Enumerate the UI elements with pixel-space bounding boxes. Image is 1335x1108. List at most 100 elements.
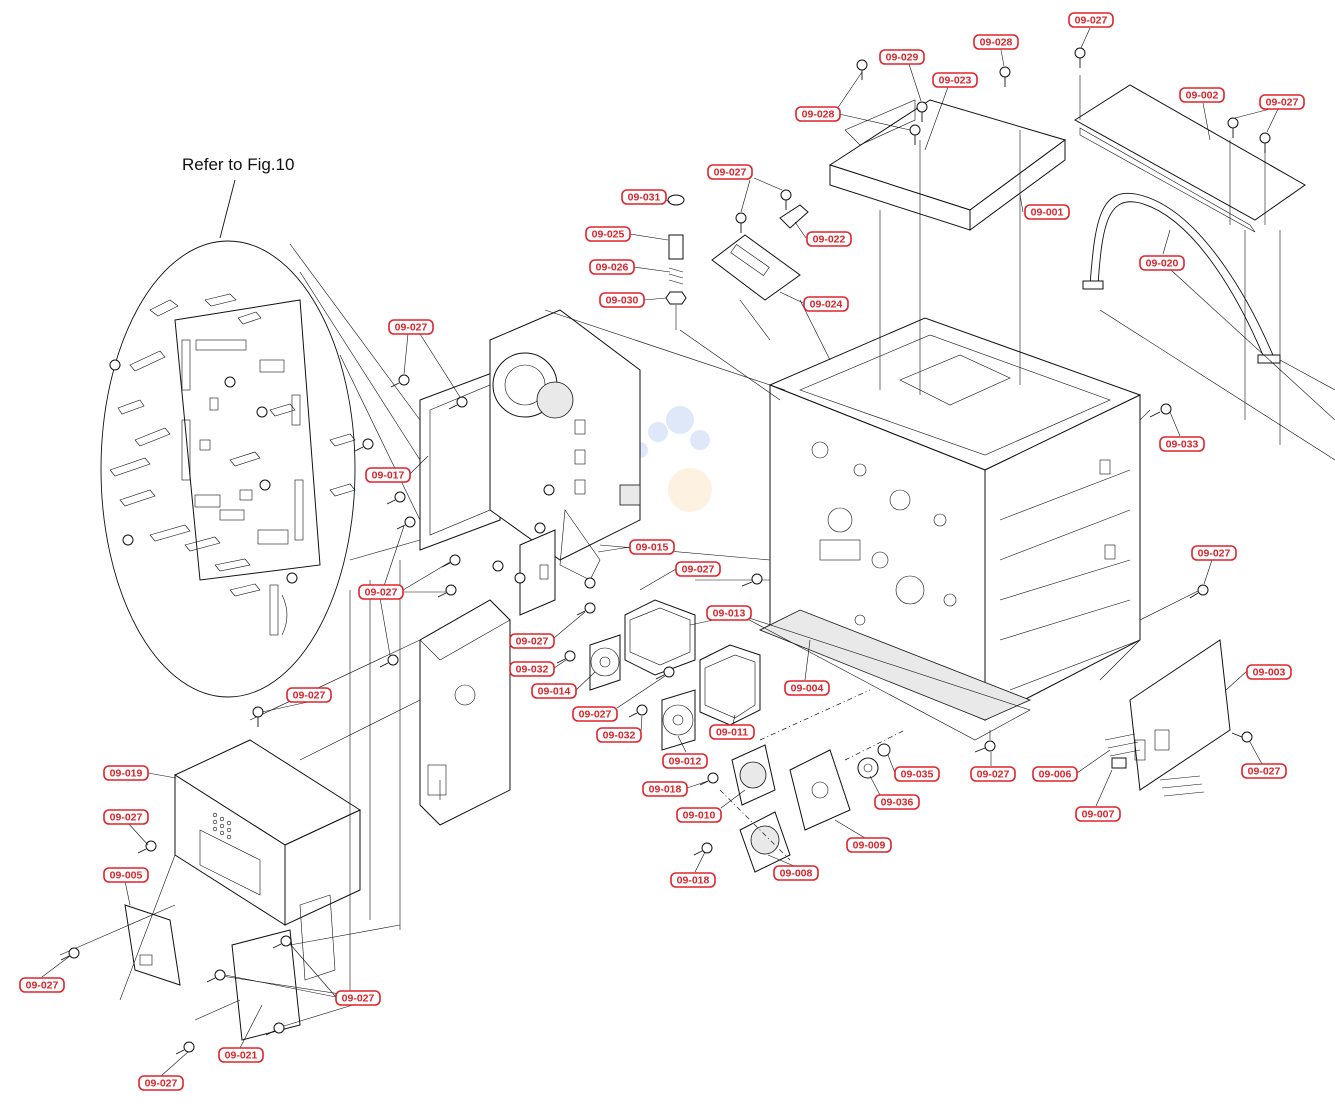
svg-text:09-027: 09-027 [293,690,326,702]
part-label-l42: 09-010 [676,807,722,823]
main-frame [739,317,1142,741]
part-label-l19: 09-017 [365,467,411,483]
svg-text:09-032: 09-032 [603,730,636,742]
svg-text:09-018: 09-018 [649,784,682,796]
svg-text:09-027: 09-027 [516,636,549,648]
part-label-l14: 09-026 [589,259,635,275]
part-label-l30: 09-027 [286,687,332,703]
part-label-l41: 09-036 [874,794,920,810]
svg-text:09-027: 09-027 [26,980,59,992]
part-label-l23: 09-027 [358,584,404,600]
part-label-l33: 09-032 [596,727,642,743]
svg-text:09-002: 09-002 [1186,90,1219,102]
part-label-l50: 09-027 [335,990,381,1006]
svg-text:09-021: 09-021 [225,1050,258,1062]
svg-text:09-004: 09-004 [791,683,824,695]
svg-text:09-036: 09-036 [881,797,914,809]
part-label-l1: 09-027 [1068,12,1114,28]
part-label-l13: 09-020 [1139,255,1185,271]
part-label-l7: 09-028 [795,106,841,122]
part-label-l21: 09-027 [1191,545,1237,561]
svg-text:09-027: 09-027 [1248,766,1281,778]
screws [60,47,1271,1055]
svg-text:09-027: 09-027 [110,812,143,824]
pcb-003 [1104,639,1231,797]
svg-text:09-027: 09-027 [977,769,1010,781]
svg-text:09-027: 09-027 [682,564,715,576]
part-labels: 09-027 09-028 09-029 09-023 09-002 09-027 09-0… [19,12,1305,1091]
refer-detail-circle: Refer to Fig.10 [100,155,421,698]
svg-text:09-027: 09-027 [1198,548,1231,560]
part-label-l4: 09-023 [932,72,978,88]
svg-text:09-027: 09-027 [395,322,428,334]
fan-012 [661,689,696,751]
part-label-l45: 09-009 [846,837,892,853]
svg-text:09-027: 09-027 [1266,97,1299,109]
cover-019 [173,739,362,926]
svg-text:09-020: 09-020 [1146,258,1179,270]
part-label-l43: 09-007 [1075,806,1121,822]
svg-text:09-027: 09-027 [1075,15,1108,27]
part-label-l31: 09-027 [572,706,618,722]
board-024 [711,234,801,301]
svg-text:09-028: 09-028 [980,37,1013,49]
part-label-l39: 09-006 [1032,766,1078,782]
part-label-l52: 09-027 [138,1075,184,1091]
part-label-l17: 09-027 [388,319,434,335]
part-label-l46: 09-005 [103,867,149,883]
svg-text:09-024: 09-024 [810,299,843,311]
part-label-l32: 09-011 [709,724,755,740]
fan-014 [589,634,621,691]
power-supply [419,599,511,826]
part-label-l35: 09-019 [103,765,149,781]
flat-cable [1082,192,1281,364]
svg-text:09-027: 09-027 [342,993,375,1005]
top-cover [828,99,1067,231]
duct-011 [699,644,761,726]
part-label-l15: 09-030 [599,292,645,308]
part-label-l12: 09-022 [806,231,852,247]
svg-text:09-007: 09-007 [1082,809,1115,821]
part-label-l44: 09-027 [103,809,149,825]
top-rail [1074,84,1306,233]
svg-text:09-027: 09-027 [365,587,398,599]
svg-text:09-029: 09-029 [886,52,919,64]
part-label-l22: 09-027 [675,561,721,577]
part-label-l51: 09-021 [218,1047,264,1063]
part-label-l6: 09-027 [1259,94,1305,110]
controller-bracket [419,309,641,561]
svg-text:09-032: 09-032 [516,664,549,676]
part-label-l36: 09-027 [1241,763,1287,779]
label-leaders [41,27,1279,1077]
part-label-l24: 09-013 [706,605,752,621]
part-label-l49: 09-027 [19,977,65,993]
svg-text:09-035: 09-035 [901,769,934,781]
part-label-l48: 09-018 [670,872,716,888]
svg-text:09-026: 09-026 [596,262,629,274]
part-label-l10: 09-001 [1024,204,1070,220]
part-label-l11: 09-025 [585,226,631,242]
part-label-l29: 09-004 [784,680,830,696]
part-label-l20: 09-015 [629,539,675,555]
svg-text:09-033: 09-033 [1166,439,1199,451]
svg-text:09-010: 09-010 [683,810,716,822]
svg-text:09-027: 09-027 [579,709,612,721]
svg-text:09-011: 09-011 [716,727,748,739]
part-label-l37: 09-035 [894,766,940,782]
part-label-l34: 09-012 [662,753,708,769]
part-label-l38: 09-027 [970,766,1016,782]
svg-text:09-008: 09-008 [780,868,813,880]
part-label-l26: 09-032 [509,661,555,677]
svg-text:09-018: 09-018 [677,875,710,887]
motor-group [719,689,906,873]
part-label-l25: 09-027 [509,633,555,649]
svg-text:09-031: 09-031 [628,192,661,204]
part-label-l5: 09-002 [1179,87,1225,103]
panel-005 [124,904,181,986]
part-label-l16: 09-024 [803,296,849,312]
svg-text:09-009: 09-009 [853,840,886,852]
clip-022 [779,204,809,229]
svg-text:09-014: 09-014 [538,686,571,698]
